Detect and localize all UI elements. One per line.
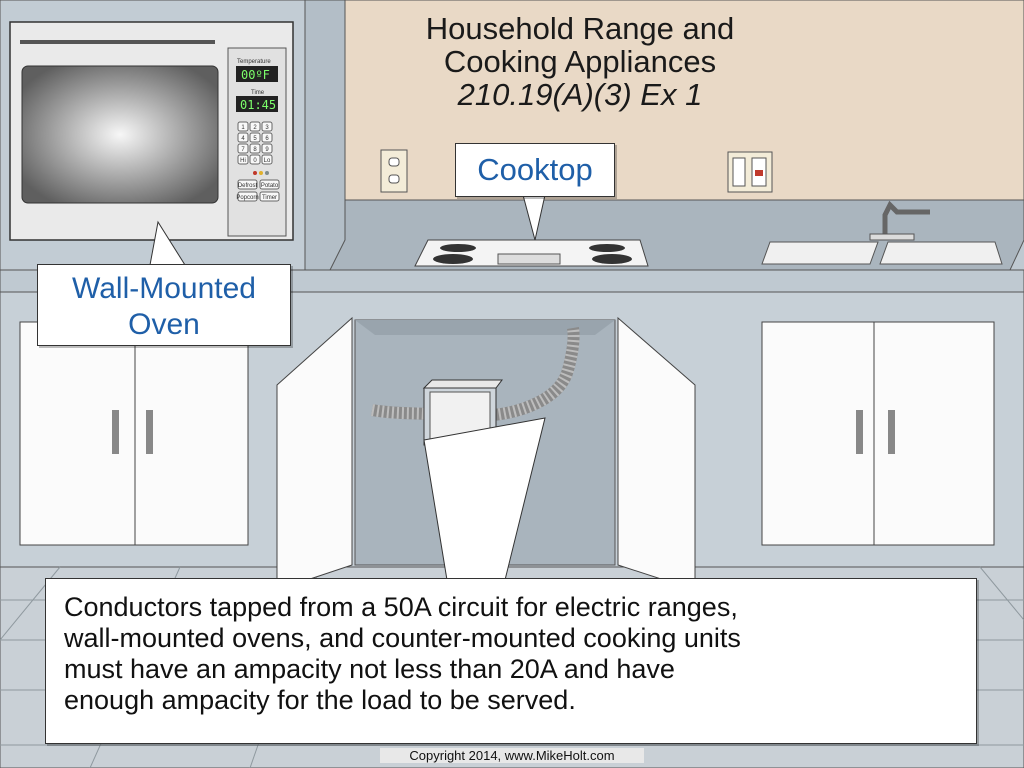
svg-text:Timer: Timer bbox=[262, 195, 277, 201]
copyright: Copyright 2014, www.MikeHolt.com bbox=[380, 748, 644, 763]
oven-keypad: 1 2 3 4 5 6 7 8 9Hi 0 Lo bbox=[237, 121, 273, 165]
oven-function-button: Popcorn bbox=[236, 191, 259, 202]
cooktop-callout: Cooktop bbox=[455, 143, 615, 197]
svg-text:2: 2 bbox=[253, 125, 257, 131]
cooktop bbox=[414, 239, 649, 267]
indicator-light-red bbox=[253, 171, 257, 175]
keypad-key: 6 bbox=[261, 132, 273, 143]
wall-mounted-oven: Temperature 00ºF Time 01:45 1 2 3 4 5 6 7 8 9Hi 0… bbox=[9, 21, 294, 241]
temperature-display: 00ºF bbox=[241, 68, 270, 82]
keypad-key: 9 bbox=[261, 143, 273, 154]
svg-text:Potato: Potato bbox=[261, 183, 279, 189]
svg-text:Defrost: Defrost bbox=[238, 183, 258, 189]
indicator-light-green bbox=[265, 171, 269, 175]
keypad-key: Hi bbox=[237, 154, 249, 165]
code-reference: 210.19(A)(3) Ex 1 bbox=[457, 77, 703, 112]
svg-text:5: 5 bbox=[253, 136, 257, 142]
svg-text:Lo: Lo bbox=[264, 158, 271, 164]
svg-text:7: 7 bbox=[241, 147, 245, 153]
diagram-title: Household Range and Cooking Appliances 2… bbox=[330, 12, 830, 111]
note-line-4: enough ampacity for the load to be serve… bbox=[64, 685, 576, 715]
duplex-receptacle-left bbox=[380, 149, 408, 193]
svg-text:6: 6 bbox=[265, 136, 269, 142]
indicator-light-yellow bbox=[259, 171, 263, 175]
keypad-key: 8 bbox=[249, 143, 261, 154]
keypad-key: 5 bbox=[249, 132, 261, 143]
sink bbox=[761, 200, 1003, 265]
keypad-key: 4 bbox=[237, 132, 249, 143]
left-cabinet-doors bbox=[19, 321, 249, 546]
keypad-key: 7 bbox=[237, 143, 249, 154]
note-line-2: wall-mounted ovens, and counter-mounted … bbox=[64, 623, 741, 653]
oven-label-line-1: Wall-Mounted bbox=[72, 272, 256, 305]
svg-text:Hi: Hi bbox=[240, 158, 246, 164]
oven-label-line-2: Oven bbox=[128, 308, 200, 341]
open-cabinet-doors bbox=[276, 316, 696, 591]
time-label: Time bbox=[251, 90, 265, 96]
svg-text:Popcorn: Popcorn bbox=[236, 195, 258, 201]
right-cabinet-doors bbox=[761, 321, 995, 546]
temperature-label: Temperature bbox=[237, 59, 271, 65]
oven-function-button: Potato bbox=[259, 179, 280, 190]
svg-text:0: 0 bbox=[253, 158, 257, 164]
title-line-2: Cooking Appliances bbox=[443, 44, 717, 79]
cooktop-label: Cooktop bbox=[477, 152, 593, 187]
title-line-1: Household Range and bbox=[425, 11, 735, 46]
keypad-key: 1 bbox=[237, 121, 249, 132]
svg-text:4: 4 bbox=[241, 136, 245, 142]
keypad-key: Lo bbox=[261, 154, 273, 165]
keypad-key: 0 bbox=[249, 154, 261, 165]
note-line-3: must have an ampacity not less than 20A … bbox=[64, 654, 675, 684]
keypad-key: 3 bbox=[261, 121, 273, 132]
oven-function-button: Timer bbox=[259, 191, 280, 202]
svg-text:8: 8 bbox=[253, 147, 257, 153]
gfci-receptacle-right bbox=[727, 151, 773, 193]
explanation-note: Conductors tapped from a 50A circuit for… bbox=[45, 578, 977, 744]
time-display: 01:45 bbox=[240, 98, 276, 112]
keypad-key: 2 bbox=[249, 121, 261, 132]
oven-function-button: Defrost bbox=[237, 179, 258, 190]
svg-text:9: 9 bbox=[265, 147, 269, 153]
wall-oven-callout: Wall-Mounted Oven bbox=[37, 264, 291, 346]
svg-text:1: 1 bbox=[241, 125, 245, 131]
svg-text:3: 3 bbox=[265, 125, 269, 131]
note-line-1: Conductors tapped from a 50A circuit for… bbox=[64, 592, 738, 622]
